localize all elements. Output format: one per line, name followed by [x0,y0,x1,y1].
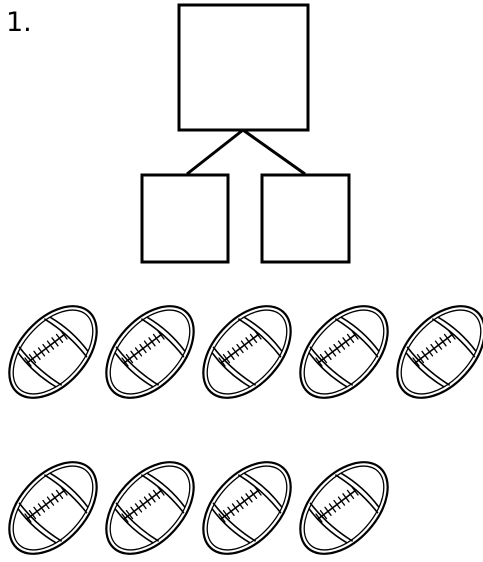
football-icon [197,458,297,558]
football-row-1 [0,302,483,402]
football-icon [3,302,103,402]
whole-box[interactable] [177,3,310,132]
part-box-right[interactable] [260,173,351,264]
football-icon [197,302,297,402]
bond-connector-left [186,128,244,176]
football-icon [391,302,483,402]
football-icon [100,302,200,402]
football-icon [3,458,103,558]
number-bond [140,3,351,264]
football-icon [100,458,200,558]
football-icon [294,302,394,402]
part-box-left[interactable] [140,173,230,264]
problem-number: 1. [6,7,32,38]
football-row-2 [0,458,483,558]
football-icon [294,458,394,558]
bond-connector-right [242,128,306,176]
